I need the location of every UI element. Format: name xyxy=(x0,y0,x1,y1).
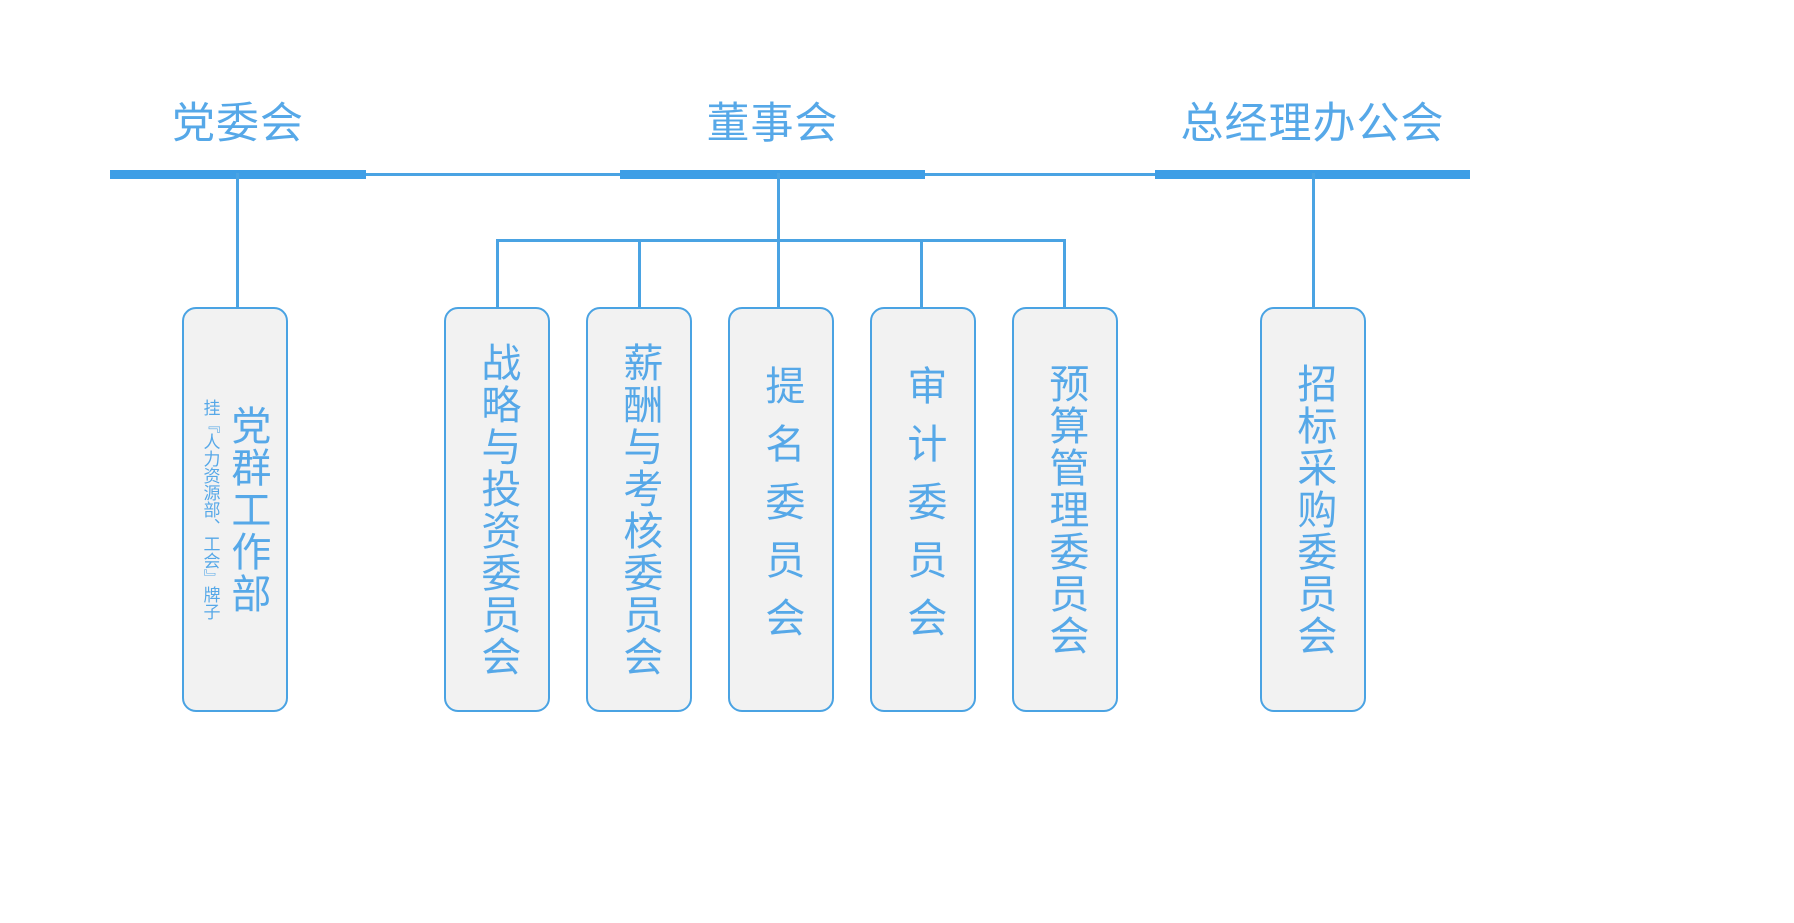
header-gm-office-meeting: 总经理办公会 xyxy=(1180,100,1445,148)
box-bidding-procurement-committee[interactable]: 招标采购委员会 xyxy=(1260,307,1366,712)
box-note-party-work-department: 挂『人力资源部、工会』牌子 xyxy=(200,399,220,620)
box-compensation-assessment-committee[interactable]: 薪酬与考核委员会 xyxy=(586,307,692,712)
box-label-bidding-procurement-committee: 招标采购委员会 xyxy=(1291,362,1336,657)
box-budget-management-committee[interactable]: 预算管理委员会 xyxy=(1012,307,1118,712)
connector-party-to-dept xyxy=(236,173,239,308)
box-nomination-committee[interactable]: 提名委员会 xyxy=(728,307,834,712)
box-party-work-department[interactable]: 党群工作部 挂『人力资源部、工会』牌子 xyxy=(182,307,288,712)
box-label-compensation-assessment-committee: 薪酬与考核委员会 xyxy=(617,341,662,678)
box-label-nomination-committee: 提名委员会 xyxy=(759,364,804,655)
connector-board-to-compensation xyxy=(638,239,641,308)
box-label-budget-management-committee: 预算管理委员会 xyxy=(1043,362,1088,657)
connector-board-to-budget xyxy=(1063,239,1066,308)
box-label-strategy-investment-committee: 战略与投资委员会 xyxy=(475,341,520,678)
top-rail-segment-board xyxy=(620,170,925,179)
connector-board-to-nomination xyxy=(777,239,780,308)
connector-board-bus xyxy=(496,239,1066,242)
connector-board-to-strategy xyxy=(496,239,499,308)
connector-board-trunk xyxy=(777,173,780,241)
header-party-committee: 党委会 xyxy=(172,100,304,148)
header-board-of-directors: 董事会 xyxy=(706,100,839,148)
box-label-party-work-department: 党群工作部 xyxy=(225,404,270,615)
box-strategy-investment-committee[interactable]: 战略与投资委员会 xyxy=(444,307,550,712)
box-label-audit-committee: 审计委员会 xyxy=(901,364,946,655)
connector-board-to-audit xyxy=(920,239,923,308)
box-audit-committee[interactable]: 审计委员会 xyxy=(870,307,976,712)
connector-gm-to-bidding xyxy=(1312,173,1315,308)
